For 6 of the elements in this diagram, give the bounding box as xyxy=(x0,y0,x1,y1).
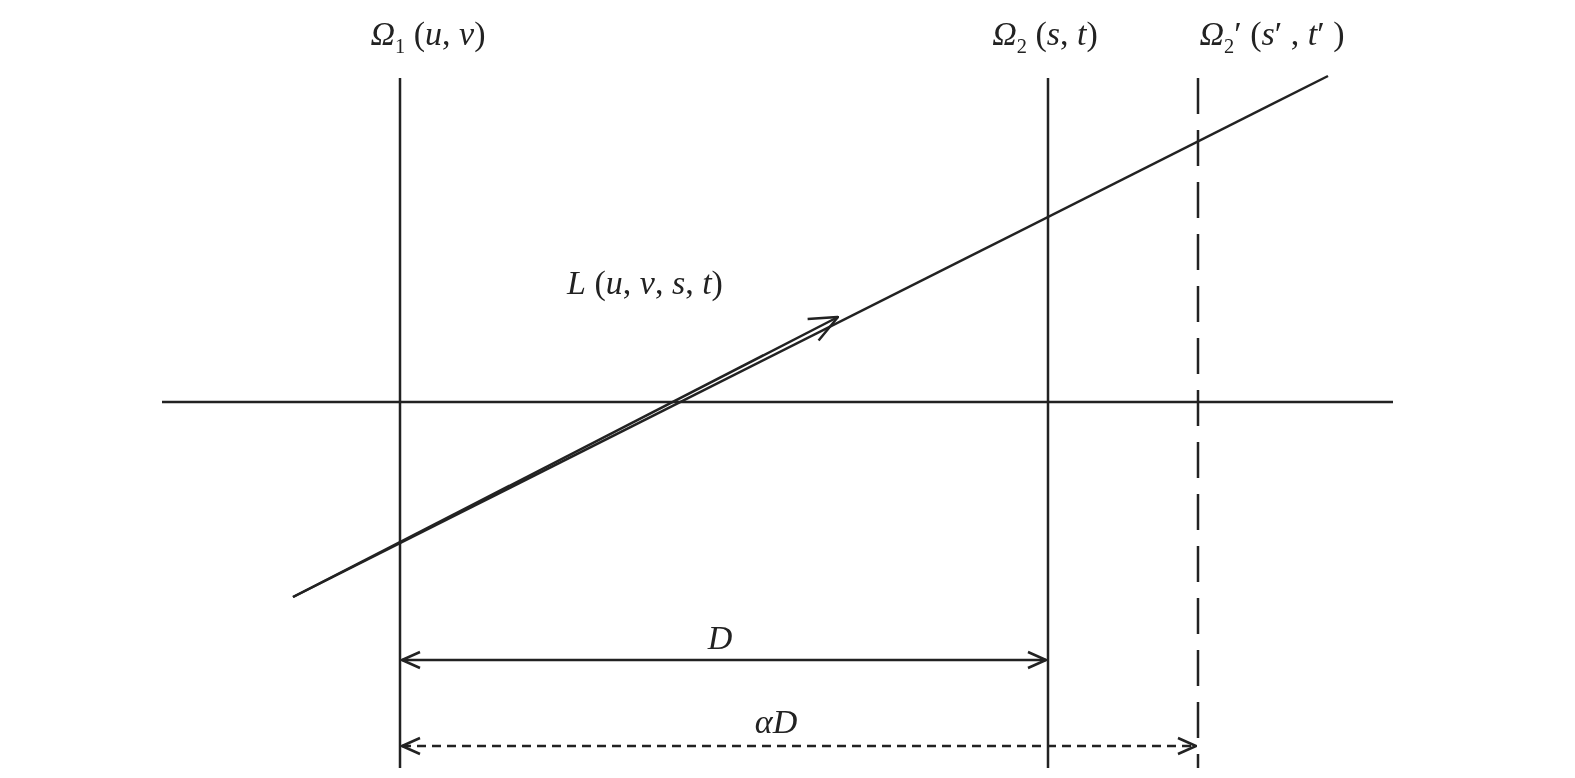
plane-label: Ω$_{2}$′ (s′ , t′ ) xyxy=(1199,14,1345,58)
plane-label: Ω$_{1}$ (u, v) xyxy=(370,14,486,58)
dimension-label: D xyxy=(707,619,733,657)
plane-label: Ω$_{2}$ (s, t) xyxy=(992,14,1098,58)
ray-label: L (u, v, s, t) xyxy=(567,264,723,302)
dimension-label: αD xyxy=(754,703,798,741)
